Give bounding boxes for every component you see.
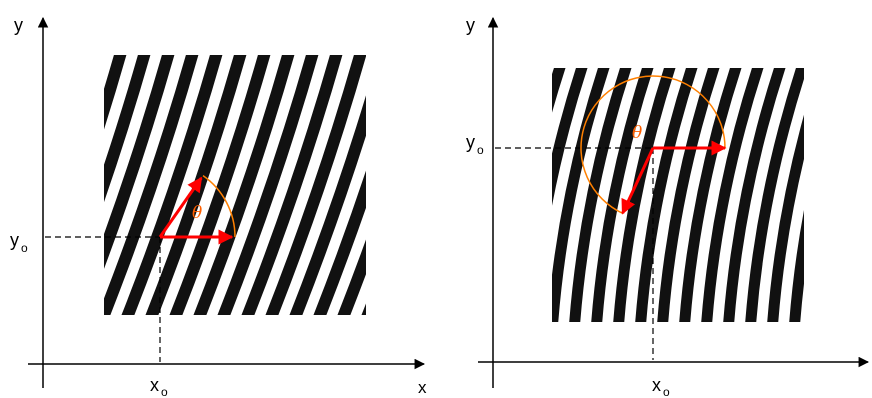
ridge-stripe (442, 58, 497, 332)
angle-arc (580, 75, 726, 214)
ridge-stripe (701, 68, 764, 322)
ridge-stripe (569, 68, 632, 322)
ridge-stripe (745, 68, 804, 322)
panel-right: y y o x o θ (376, 15, 872, 398)
y-axis-label: y (466, 15, 475, 35)
orientation-vector (158, 176, 203, 238)
ridge-stripes (376, 58, 872, 332)
ridge-stripe (241, 55, 343, 315)
svg-text:o: o (161, 385, 168, 398)
ridge-stripe (464, 58, 519, 332)
ridge-stripe (860, 58, 872, 332)
svg-text:y: y (466, 132, 475, 152)
ridge-stripe (0, 45, 75, 325)
ridge-stripe (591, 68, 654, 322)
ridge-stripe (4, 45, 99, 325)
ridge-stripe (265, 55, 366, 315)
svg-text:o: o (477, 143, 484, 157)
y0-label: y o (10, 230, 28, 255)
ridge-stripe (552, 68, 610, 322)
ridge-stripe (838, 58, 872, 332)
ridge-stripe (361, 303, 366, 315)
ridge-stripe (376, 58, 431, 332)
x0-label: x o (652, 375, 670, 398)
ridge-stripe (486, 58, 541, 332)
ridge-stripe (635, 68, 698, 322)
ridge-stripe (552, 68, 588, 206)
ridge-stripe (436, 45, 531, 325)
ridge-stripe (104, 55, 151, 203)
svg-text:y: y (10, 230, 19, 250)
y0-label: y o (466, 132, 484, 157)
ridge-stripe (552, 68, 566, 113)
theta-label: θ (192, 203, 202, 223)
orientation-vector (621, 147, 655, 215)
ridge-stripe (679, 68, 742, 322)
ridge-stripe (723, 68, 786, 322)
panel-left: y x y o x o θ (0, 15, 555, 398)
ridge-stripe (169, 55, 271, 315)
svg-text:x: x (652, 375, 661, 395)
svg-text:o: o (21, 241, 28, 255)
ridge-stripe (104, 55, 175, 269)
svg-text:x: x (150, 375, 159, 395)
ridge-stripes (0, 45, 555, 325)
ridge-stripe (104, 55, 127, 130)
ridge-stripe (289, 95, 366, 315)
theta-label: θ (632, 123, 642, 143)
ridge-stripe (816, 58, 871, 332)
x0-label: x o (150, 375, 168, 398)
svg-text:o: o (663, 385, 670, 398)
ridge-stripe (0, 45, 27, 325)
ridge-stripe (388, 45, 483, 325)
ridge-stripe (398, 58, 453, 332)
ridge-stripe (767, 114, 804, 322)
ridge-stripe (420, 58, 475, 332)
fingerprint-ridge-patch-right (376, 58, 872, 332)
ridge-stripe (789, 210, 804, 322)
ridge-stripe (337, 239, 366, 315)
ridge-stripe (121, 55, 223, 315)
ridge-stripe (217, 55, 319, 315)
angle-arc (202, 174, 236, 238)
ridge-stripe (313, 170, 366, 315)
ridge-stripe (193, 55, 295, 315)
ridge-stripe (0, 45, 3, 325)
y-axis-label: y (14, 15, 23, 35)
ridge-stripe (613, 68, 676, 322)
ridge-stripe (460, 45, 555, 325)
fingerprint-ridge-patch-left (0, 45, 555, 325)
x-axis-label: x (418, 378, 427, 397)
ridge-stripe (104, 55, 199, 315)
ridge-stripe (657, 68, 720, 322)
